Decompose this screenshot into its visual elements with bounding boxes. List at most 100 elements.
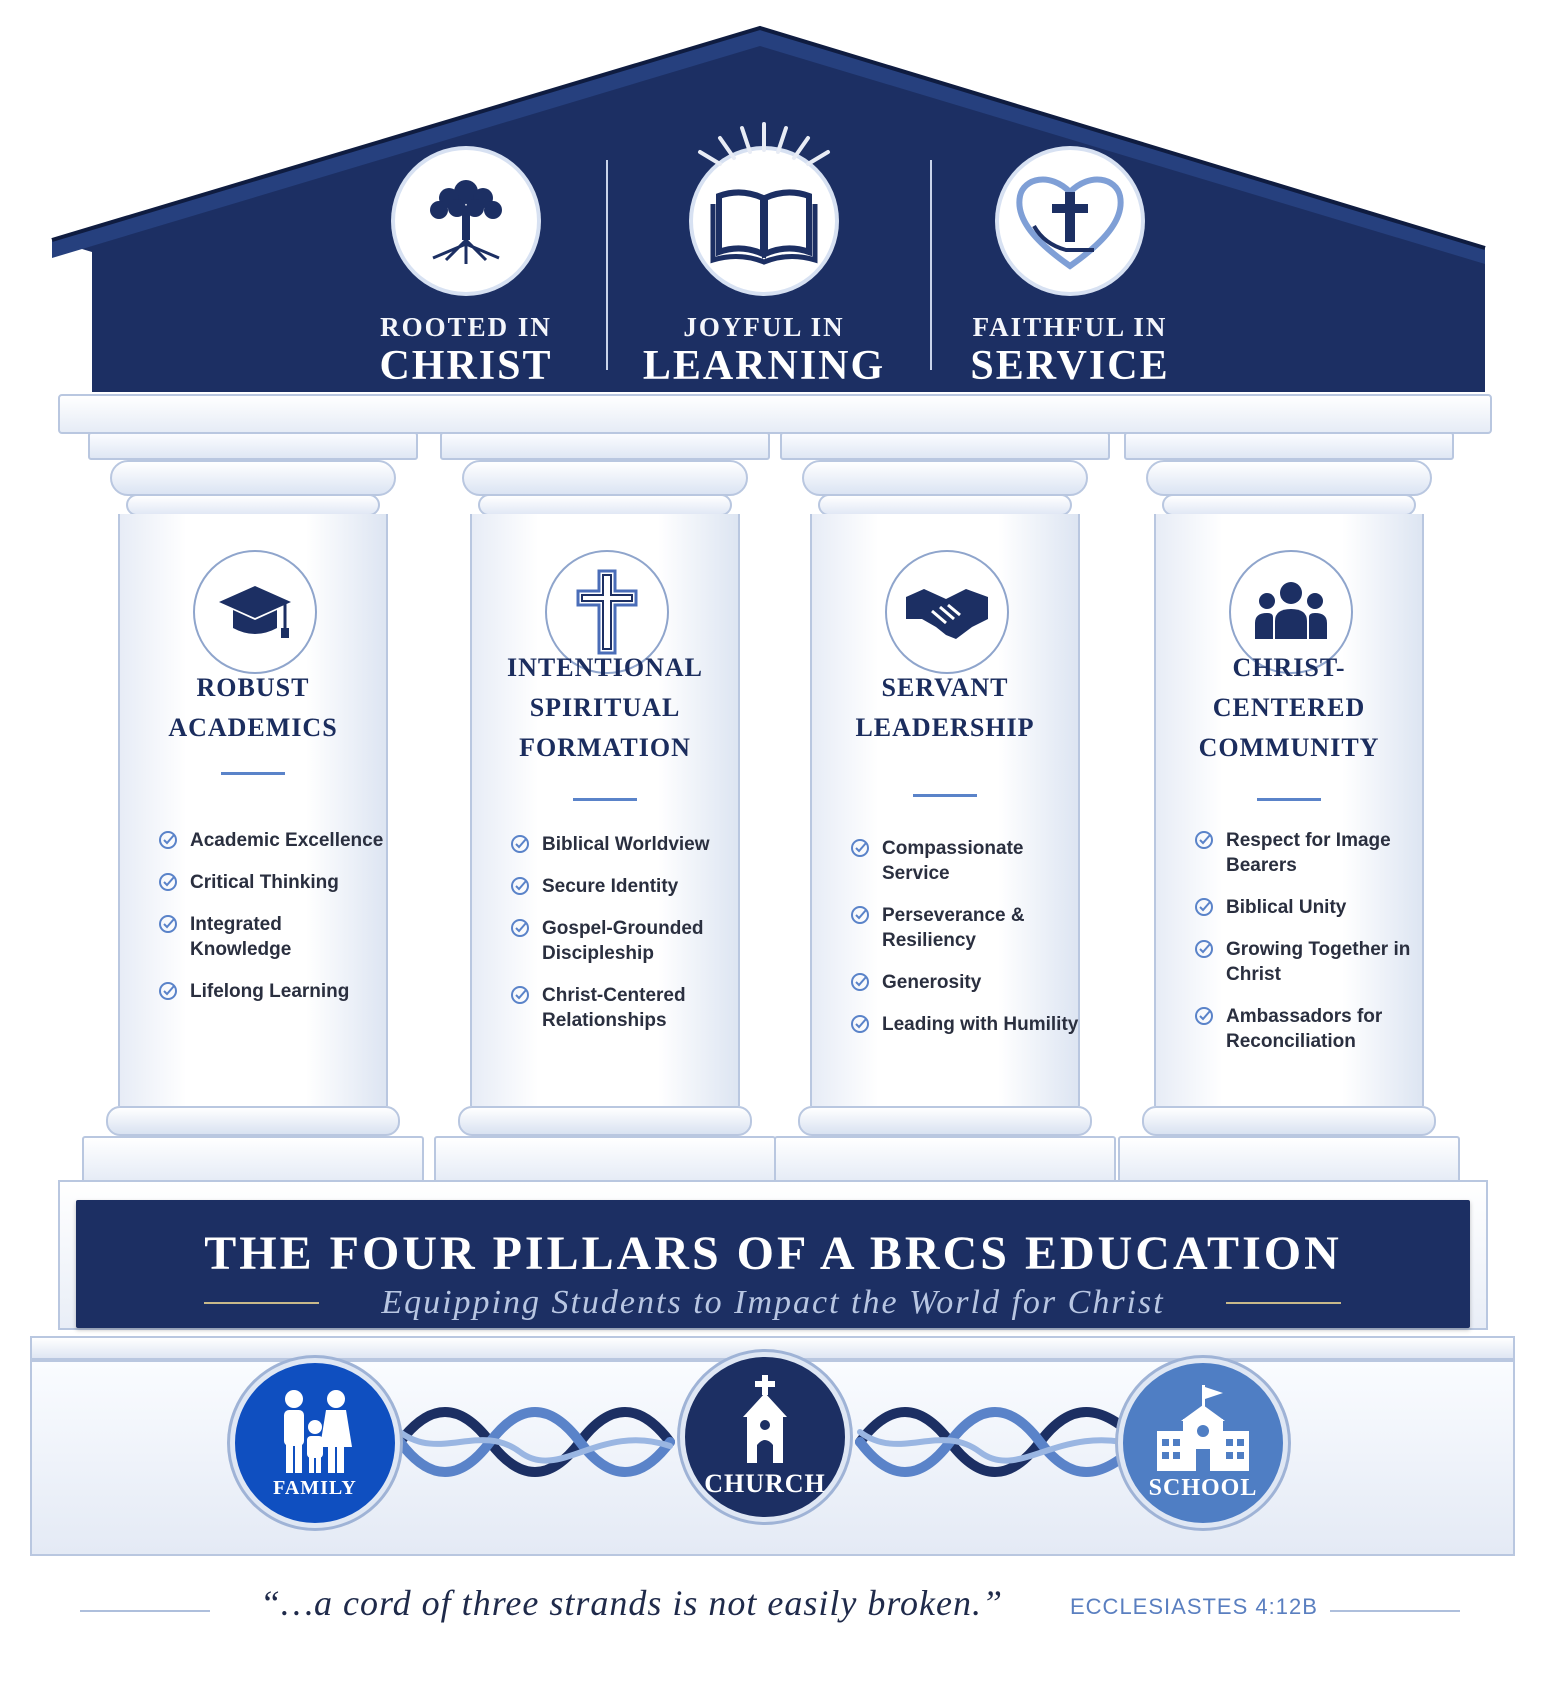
check-circle-icon [511,835,529,853]
pillar-rule [913,794,977,797]
value-line2: LEARNING [642,343,886,389]
pillar-item: Growing Together in Christ [1194,937,1424,987]
value-rooted-in-christ: ROOTED IN CHRIST [316,150,616,389]
pillar-item-label: Growing Together in Christ [1226,939,1411,985]
check-circle-icon [1195,1007,1213,1025]
value-joyful-in-learning: JOYFUL IN LEARNING [614,122,914,389]
handshake-icon [885,550,1009,674]
graduation-cap-icon [193,550,317,674]
heart-cross-hand-icon [999,150,1141,292]
quote-rule [1330,1610,1460,1612]
light-rays-icon [698,122,830,166]
check-circle-icon [159,982,177,1000]
value-line1: FAITHFUL IN [972,312,1168,342]
pillar-item-list: Academic Excellence Critical Thinking In… [158,828,388,1021]
pillar-item-label: Ambassadors for Reconciliation [1226,1006,1383,1052]
value-faithful-in-service: FAITHFUL IN SERVICE [920,150,1220,389]
check-circle-icon [159,873,177,891]
roof-divider [606,160,608,370]
pillar-item-label: Integrated Knowledge [190,914,292,960]
pillar-item: Compassionate Service [850,836,1080,886]
pillar-item-label: Lifelong Learning [190,981,350,1002]
pillar-robust-academics: ROBUST ACADEMICS Academic Excellence Cri… [82,432,424,1192]
pillar-item-label: Gospel-Grounded Discipleship [542,918,704,964]
pillar-christ-centered-community: CHRIST-CENTERED COMMUNITY Respect for Im… [1118,432,1460,1192]
check-circle-icon [1195,831,1213,849]
strand-school: SCHOOL [1118,1358,1288,1528]
value-line1: JOYFUL IN [683,312,845,342]
pillar-item: Leading with Humility [850,1012,1080,1037]
scripture-quote: “…a cord of three strands is not easily … [260,1583,1003,1623]
pillar-item-label: Biblical Worldview [542,834,710,855]
pillar-item: Perseverance & Resiliency [850,903,1080,953]
banner-subtitle: Equipping Students to Impact the World f… [381,1284,1165,1321]
people-group-icon [1229,550,1353,674]
pillar-item: Biblical Worldview [510,832,740,857]
cross-icon [545,550,669,674]
pillar-item-label: Christ-Centered Relationships [542,985,686,1031]
value-line2: CHRIST [379,343,553,389]
check-circle-icon [851,906,869,924]
title-banner [76,1200,1470,1328]
check-circle-icon [511,877,529,895]
check-circle-icon [511,986,529,1004]
pillar-servant-leadership: SERVANT LEADERSHIP Compassionate Service… [774,432,1116,1192]
check-circle-icon [1195,940,1213,958]
braided-cord-icon [400,1407,1145,1477]
pillar-item: Ambassadors for Reconciliation [1194,1004,1424,1054]
pillar-item: Critical Thinking [158,870,388,895]
family-icon [284,1389,352,1473]
pillar-item: Generosity [850,970,1080,995]
strand-family: FAMILY [230,1358,400,1528]
pillar-item: Biblical Unity [1194,895,1424,920]
pillar-spiritual-formation: INTENTIONAL SPIRITUAL FORMATION Biblical… [434,432,776,1192]
check-circle-icon [1195,898,1213,916]
strand-label: SCHOOL [1148,1474,1258,1501]
school-icon [1157,1384,1249,1471]
strand-church: CHURCH [680,1352,850,1522]
quote-rule [80,1610,210,1612]
pillar-rule [1257,798,1321,801]
pillar-item-list: Respect for Image Bearers Biblical Unity… [1194,828,1424,1071]
check-circle-icon [511,919,529,937]
pillar-item-label: Compassionate Service [882,838,1024,884]
check-circle-icon [851,973,869,991]
check-circle-icon [851,1015,869,1033]
pillar-title: ROBUST ACADEMICS [168,673,338,742]
banner-title: THE FOUR PILLARS OF A BRCS EDUCATION [204,1227,1342,1280]
pillar-item-label: Critical Thinking [190,872,339,893]
pillar-item: Respect for Image Bearers [1194,828,1424,878]
check-circle-icon [851,839,869,857]
tree-roots-icon [395,150,537,292]
pillar-item-label: Respect for Image Bearers [1226,830,1391,876]
pillar-item-label: Biblical Unity [1226,897,1347,918]
scripture-reference: ECCLESIASTES 4:12B [1070,1594,1318,1619]
pillar-item: Integrated Knowledge [158,912,388,962]
pillar-item-label: Secure Identity [542,876,679,897]
pillar-item-list: Compassionate Service Perseverance & Res… [850,836,1080,1054]
entablature [58,394,1492,434]
roof-divider [930,160,932,370]
pillar-item-label: Generosity [882,972,982,993]
value-line1: ROOTED IN [380,312,552,342]
banner-rule [1226,1302,1341,1304]
pillar-item-label: Leading with Humility [882,1014,1079,1035]
check-circle-icon [159,831,177,849]
church-icon [743,1375,787,1463]
pillar-title: CHRIST-CENTERED COMMUNITY [1198,653,1380,762]
pillar-item: Lifelong Learning [158,979,388,1004]
open-book-icon [693,150,835,292]
pillar-item: Gospel-Grounded Discipleship [510,916,740,966]
banner-rule [204,1302,319,1304]
pillar-title: SERVANT LEADERSHIP [855,673,1035,742]
strand-label: FAMILY [273,1476,357,1499]
pillar-item-label: Perseverance & Resiliency [882,905,1025,951]
pillar-item: Secure Identity [510,874,740,899]
pillar-title: INTENTIONAL SPIRITUAL FORMATION [507,653,703,762]
value-line2: SERVICE [970,343,1170,389]
pillar-rule [573,798,637,801]
strand-label: CHURCH [704,1469,826,1498]
pillar-rule [221,772,285,775]
pillar-item: Christ-Centered Relationships [510,983,740,1033]
check-circle-icon [159,915,177,933]
